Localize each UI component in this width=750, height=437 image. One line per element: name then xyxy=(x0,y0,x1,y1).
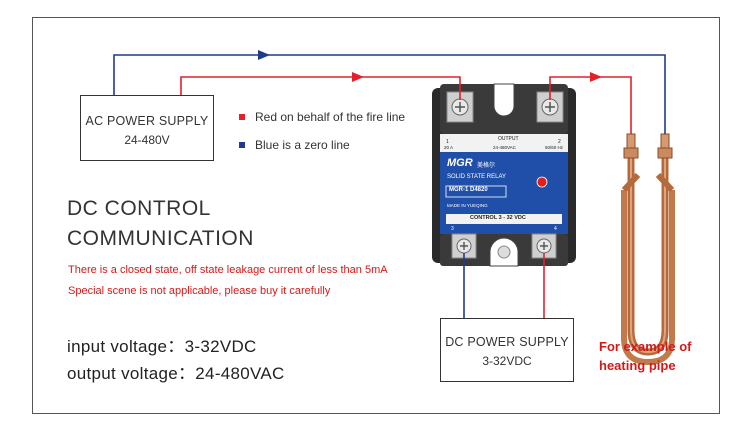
relay-term3-label: 3 xyxy=(451,226,454,232)
mounting-slot xyxy=(493,83,515,117)
ac-power-supply-box: AC POWER SUPPLY 24-480V xyxy=(80,95,214,161)
example-line-2: heating pipe xyxy=(599,358,676,373)
relay-freq-label: 50/60 Hz xyxy=(545,145,564,150)
relay-voltage-label: 24-480VAC xyxy=(493,145,516,150)
blue-square-icon xyxy=(239,142,245,148)
note-caution: Special scene is not applicable, please … xyxy=(68,285,331,297)
fire-line-ac xyxy=(180,76,461,100)
red-square-icon xyxy=(239,114,245,120)
spec-output-voltage: output voltage：24-480VAC xyxy=(67,364,285,383)
fire-line-arrow-2 xyxy=(590,72,602,82)
relay-current-label: 20 A xyxy=(444,145,454,150)
relay-type-label: SOLID STATE RELAY xyxy=(447,174,507,180)
diagram-frame xyxy=(32,17,720,414)
example-line-1: For example of xyxy=(599,339,692,354)
example-label: For example of heating pipe xyxy=(599,337,691,375)
relay-output-strip xyxy=(440,134,568,152)
zero-line-arrow xyxy=(258,50,270,60)
relay-term4-label: 4 xyxy=(554,226,557,232)
relay-led-indicator xyxy=(536,176,548,188)
relay-model-label: MGR-1 D4820 xyxy=(449,187,488,193)
wires xyxy=(113,50,666,318)
note-leakage: There is a closed state, off state leaka… xyxy=(68,264,388,276)
legend-red-text: Red on behalf of the fire line xyxy=(255,110,406,124)
relay-control-strip xyxy=(446,214,562,224)
ac-supply-voltage: 24-480V xyxy=(124,133,170,147)
title-line-2: COMMUNICATION xyxy=(67,227,254,250)
zero-line-ac xyxy=(113,54,666,134)
relay-brand-logo: MGR xyxy=(447,157,473,169)
heating-pipe xyxy=(621,133,675,366)
relay-output-label: OUTPUT xyxy=(498,136,519,142)
pipe-terminal-left xyxy=(626,133,636,149)
spec-input-voltage: input voltage：3-32VDC xyxy=(67,337,257,356)
legend-red: Red on behalf of the fire line xyxy=(239,110,405,124)
legend-blue: Blue is a zero line xyxy=(239,138,350,152)
relay-term2-label: 2 xyxy=(558,139,561,145)
title-line-1: DC CONTROL xyxy=(67,197,211,220)
ac-supply-title: AC POWER SUPPLY xyxy=(85,114,209,128)
legend-blue-text: Blue is a zero line xyxy=(255,138,350,152)
fire-line-arrow-1 xyxy=(352,72,364,82)
dc-supply-title: DC POWER SUPPLY xyxy=(445,335,569,349)
relay-made-in-label: MADE IN YUEQING xyxy=(447,203,488,208)
relay-control-label: CONTROL 3 - 32 VDC xyxy=(470,215,526,221)
relay-brand-cn: 美格尔 xyxy=(477,163,496,169)
dc-power-supply-box: DC POWER SUPPLY 3-32VDC xyxy=(440,318,574,382)
pipe-terminal-right xyxy=(660,133,670,149)
dc-supply-voltage: 3-32VDC xyxy=(482,354,532,368)
relay-term1-label: 1 xyxy=(446,139,449,145)
